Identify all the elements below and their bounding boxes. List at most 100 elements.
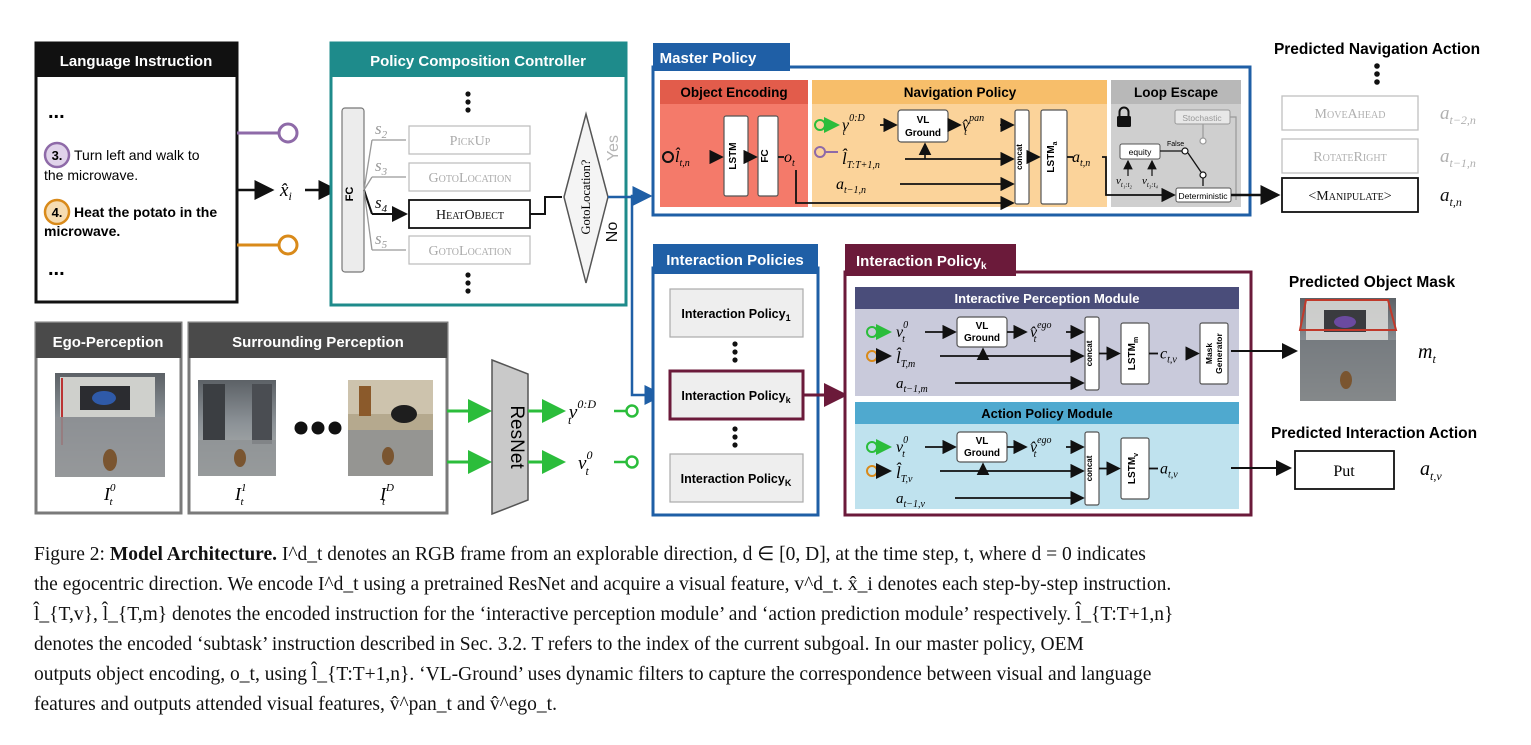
svg-text:FC: FC <box>344 187 356 202</box>
nav-action-symbol: at−2,n <box>1440 103 1476 127</box>
interaction-action-title: Predicted Interaction Action <box>1271 425 1477 442</box>
lstm-output: ct,v <box>1160 346 1177 366</box>
svg-text:at,n: at,n <box>1072 149 1090 169</box>
svg-text:Ego-Perception: Ego-Perception <box>53 334 164 351</box>
surround-frame-1-image <box>198 380 276 476</box>
svg-text:Action Policy Module: Action Policy Module <box>981 406 1112 421</box>
subgoal-label: GotoLocation <box>429 244 512 259</box>
action-policy-module: Action Policy Module <box>855 402 1239 509</box>
dot <box>311 421 325 435</box>
subgoal-connector <box>363 176 373 191</box>
object-encoding-module: Object Encoding l̂t,n LSTM FC ot <box>660 80 808 207</box>
svg-text:Surrounding Perception: Surrounding Perception <box>232 334 404 351</box>
svg-text:l̂T:T+1,n: l̂T:T+1,n <box>842 149 880 171</box>
svg-text:3.: 3. <box>52 148 63 163</box>
language-input: l̂T,v <box>896 463 913 485</box>
caption-line-4: denotes the encoded ‘subtask’ instructio… <box>34 634 1084 655</box>
svg-text:vt₁:t₂: vt₁:t₂ <box>1116 175 1133 189</box>
resnet-block: ResNet <box>491 358 529 516</box>
nav-action-box <box>1281 177 1419 213</box>
decision-label: GotoLocation? <box>579 159 593 234</box>
subgoal-connector <box>363 189 373 251</box>
subgoal-box <box>408 125 531 155</box>
interaction-policy-label: Interaction Policyk <box>681 389 791 405</box>
step3-line1: Turn left and walk to <box>74 147 200 163</box>
lstm-output: at,v <box>1160 461 1178 481</box>
language-input: l̂T,m <box>896 348 915 370</box>
dot <box>328 421 342 435</box>
step3-badge <box>43 141 71 169</box>
svg-text:vt₃:t₄: vt₃:t₄ <box>1142 175 1159 189</box>
interaction-policy-box <box>669 288 804 338</box>
svg-text:Interaction Policies: Interaction Policies <box>666 252 804 269</box>
subgoal-label: PickUp <box>450 134 491 149</box>
svg-text:False: False <box>1167 141 1184 148</box>
svg-text:equity: equity <box>1129 147 1152 157</box>
action-input: at−1,v <box>896 491 926 510</box>
vl-ground-label: VL <box>976 321 989 332</box>
step4-badge <box>43 198 71 226</box>
svg-text:Deterministic: Deterministic <box>1178 191 1228 201</box>
svg-text:FC: FC <box>760 149 771 162</box>
caption-line-2: the egocentric direction. We encode I^d_… <box>34 574 1172 595</box>
subgoal-box <box>408 235 531 265</box>
green-tap-icon <box>625 455 639 469</box>
subgoal-label: HeatObject <box>436 208 504 223</box>
svg-text:Interaction Policyk: Interaction Policyk <box>856 253 987 272</box>
svg-text:I0t: I0t <box>103 482 116 508</box>
svg-text:VL: VL <box>917 115 930 126</box>
svg-text:concat: concat <box>1015 144 1024 170</box>
subgoal-connector <box>363 139 373 191</box>
architecture-figure: Language Instruction ... 3. Turn left an… <box>34 41 1480 517</box>
subgoal-symbol: s3 <box>375 156 388 178</box>
svg-text:4.: 4. <box>52 205 63 220</box>
nav-action-label: <Manipulate> <box>1308 189 1391 204</box>
controller-title: Policy Composition Controller <box>370 53 586 70</box>
svg-text:at−1,n: at−1,n <box>836 176 866 196</box>
master-policy-title: Master Policy <box>660 50 757 67</box>
svg-text:Ground: Ground <box>905 128 941 139</box>
nav-action-label: RotateRight <box>1313 150 1386 165</box>
xi-label: x̂i <box>279 180 292 203</box>
lstm-label: LSTMv <box>1127 453 1140 484</box>
vl-ground-label: Ground <box>964 448 1000 459</box>
caption-line-6: features and outputs attended visual fea… <box>34 694 557 715</box>
mask-generator-label: Mask <box>1204 343 1214 365</box>
subgoal-box <box>408 162 531 192</box>
svg-text:I1t: I1t <box>234 482 247 508</box>
ellipsis-top: ... <box>48 101 65 123</box>
step4-line2: microwave. <box>44 223 120 239</box>
lock-icon <box>1117 106 1131 127</box>
concat-label: concat <box>1085 455 1094 481</box>
action-input: at−1,m <box>896 376 928 395</box>
mask-output-title: Predicted Object Mask <box>1289 274 1456 291</box>
interaction-action-label: at,v <box>1420 458 1442 483</box>
vl-ground-label: VL <box>976 436 989 447</box>
nav-action-label: MoveAhead <box>1315 107 1386 122</box>
interaction-policy-label: Interaction Policy1 <box>681 307 790 323</box>
subgoal-symbol: s5 <box>375 229 388 251</box>
subgoal-label: GotoLocation <box>429 171 512 186</box>
loop-escape-module: Loop Escape Stochastic equity False vt₁:… <box>1111 80 1241 207</box>
svg-text:LSTM: LSTM <box>728 142 739 169</box>
green-tap-icon <box>625 404 639 418</box>
lstm-label: LSTMm <box>1127 337 1140 370</box>
subgoal-symbol: s2 <box>375 119 388 141</box>
svg-text:l̂t,n: l̂t,n <box>675 147 690 169</box>
yes-label: Yes <box>605 135 622 161</box>
mask-generator-label: Generator <box>1214 332 1224 373</box>
step4-line1: Heat the potato in the <box>74 204 217 220</box>
put-action-box <box>1294 450 1395 490</box>
ego-frame-image <box>55 373 165 477</box>
interactive-perception-module: Interactive Perception Module <box>855 287 1239 396</box>
svg-text:Stochastic: Stochastic <box>1182 113 1222 123</box>
caption-line-3: l̂_{T,v}, l̂_{T,m} denotes the encoded i… <box>34 604 1174 625</box>
svg-text:Loop Escape: Loop Escape <box>1134 85 1219 100</box>
